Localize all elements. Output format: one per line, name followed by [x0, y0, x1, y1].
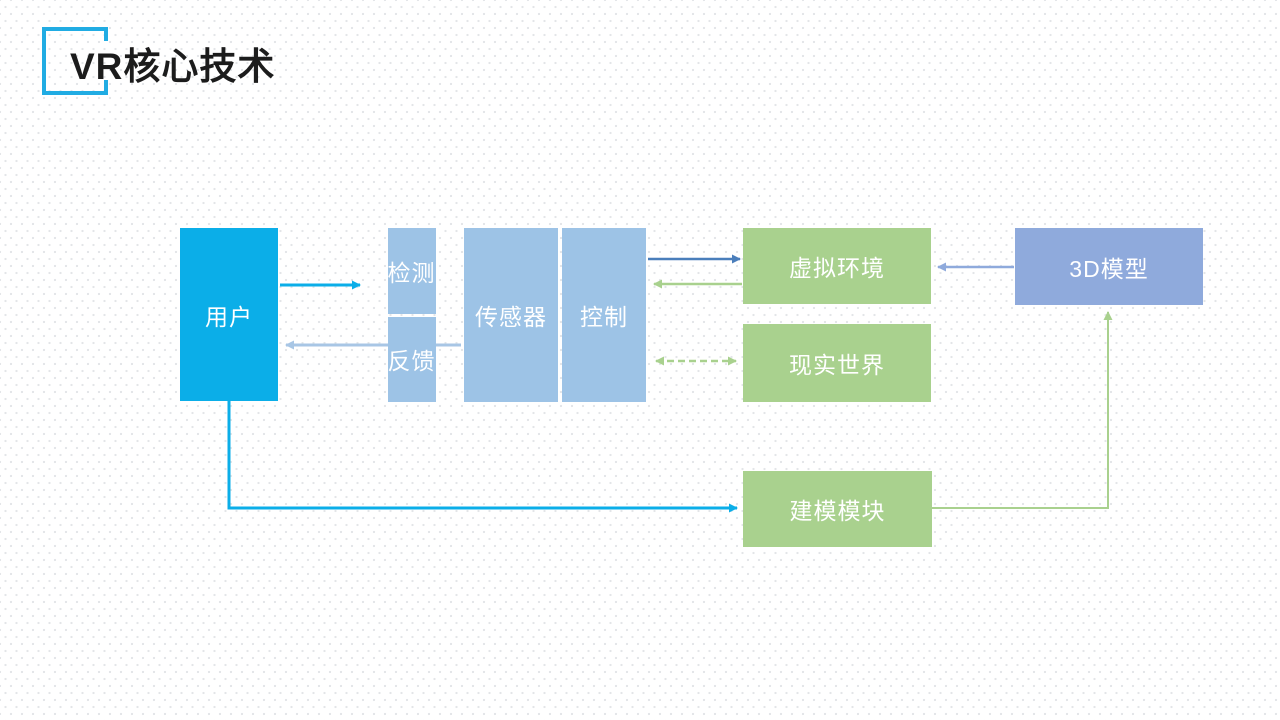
node-sensor: 传感器 [464, 228, 558, 402]
node-control: 控制 [562, 228, 646, 402]
node-3d-model-label: 3D模型 [1069, 255, 1149, 282]
node-virtual-environment: 虚拟环境 [743, 228, 931, 304]
node-real-world: 现实世界 [743, 324, 931, 402]
node-virtual-environment-label: 虚拟环境 [789, 255, 885, 281]
node-modeling-module: 建模模块 [743, 471, 932, 547]
node-sensor-label: 传感器 [475, 304, 547, 330]
page-title: VR核心技术 [70, 46, 276, 87]
arrow-user-to-modeling-module [227, 401, 738, 513]
node-detect-feedback-column: 检测 反馈 [363, 228, 460, 402]
node-detect-label: 检测 [387, 259, 436, 286]
node-feedback-label: 反馈 [387, 348, 436, 375]
node-3d-model: 3D模型 [1015, 228, 1203, 305]
node-user: 用户 [180, 228, 278, 401]
title-bracket-icon [42, 27, 108, 95]
node-control-label: 控制 [580, 304, 628, 330]
node-real-world-label: 现实世界 [789, 352, 885, 378]
node-user-label: 用户 [205, 303, 253, 330]
node-detect: 检测 [387, 228, 436, 314]
node-feedback: 反馈 [387, 316, 436, 402]
title-block: VR核心技术 [0, 0, 600, 110]
node-modeling-module-label: 建模模块 [789, 498, 886, 524]
arrow-modeling-module-to-3d-model [932, 311, 1113, 509]
